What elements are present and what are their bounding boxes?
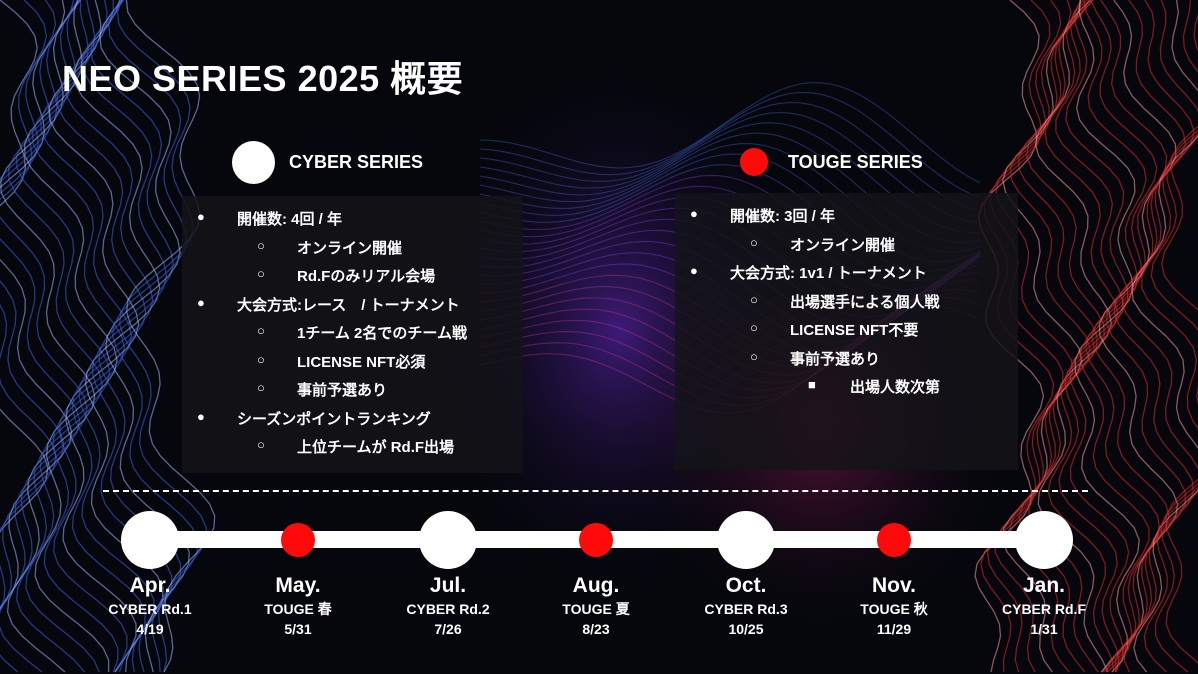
- timeline-label-2: Jul. CYBER Rd.2 7/26: [378, 573, 518, 639]
- touge-item-5: 事前予選あり: [790, 350, 881, 368]
- timeline-label-5: Nov. TOUGE 秋 11/29: [824, 573, 964, 639]
- touge-bullet-5: ○: [750, 348, 758, 364]
- timeline-node-cyber-6: [1015, 511, 1073, 569]
- touge-series-title: TOUGE SERIES: [788, 151, 923, 172]
- touge-item-2: 大会方式: 1v1 / トーナメント: [730, 265, 927, 282]
- cyber-series-heading: CYBER SERIES: [232, 141, 423, 184]
- timeline-label-1: May. TOUGE 春 5/31: [228, 573, 368, 639]
- timeline-event: TOUGE 春: [264, 601, 332, 617]
- timeline-month: Jan.: [1022, 574, 1066, 597]
- touge-bullet-1: ○: [750, 234, 758, 250]
- timeline-node-touge-5: [877, 523, 911, 557]
- timeline-month: Nov.: [872, 574, 916, 597]
- timeline-node-cyber-4: [717, 511, 775, 569]
- cyber-item-7: シーズンポイントランキング: [237, 410, 431, 428]
- timeline-date: 11/29: [876, 621, 912, 637]
- timeline-label-6: Jan. CYBER Rd.F 1/31: [974, 573, 1114, 639]
- timeline-label-0: Apr. CYBER Rd.1 4/19: [80, 573, 220, 639]
- timeline-date: 4/19: [136, 621, 164, 637]
- cyber-bullet-7: ●: [197, 408, 205, 424]
- touge-bullet-4: ○: [750, 320, 758, 335]
- timeline-date: 1/31: [1030, 621, 1058, 637]
- touge-item-4: LICENSE NFT不要: [790, 322, 919, 339]
- timeline-node-touge-3: [579, 523, 613, 557]
- divider-dashed-line: [103, 490, 1088, 492]
- touge-item-1: オンライン開催: [790, 236, 896, 254]
- touge-series-details: ● 開催数: 3回 / 年 ○ オンライン開催 ● 大会方式: 1v1 / トーナメント ○…: [675, 193, 1018, 470]
- timeline-node-cyber-0: [121, 511, 179, 569]
- touge-bullet-3: ○: [750, 291, 758, 307]
- timeline-label-4: Oct. CYBER Rd.3 10/25: [676, 573, 816, 639]
- touge-item-0: 開催数: 3回 / 年: [730, 208, 836, 225]
- cyber-item-4: 1チーム 2名でのチーム戦: [297, 325, 467, 342]
- touge-item-6: 出場人数次第: [850, 379, 941, 396]
- timeline-event: TOUGE 夏: [562, 601, 630, 617]
- cyber-bullet-4: ○: [257, 323, 265, 338]
- timeline-month: Oct.: [725, 574, 767, 597]
- page-title: NEO SERIES 2025 概要: [62, 58, 464, 99]
- touge-series-dot: [740, 148, 768, 176]
- cyber-bullet-5: ○: [257, 351, 265, 367]
- timeline-node-touge-1: [281, 523, 315, 557]
- timeline-event: CYBER Rd.F: [1002, 601, 1086, 617]
- timeline-month: May.: [275, 574, 321, 597]
- touge-bullet-0: ●: [690, 206, 698, 221]
- timeline-event: CYBER Rd.3: [704, 601, 788, 617]
- timeline-event: CYBER Rd.2: [406, 601, 490, 617]
- cyber-item-3: 大会方式:レース / トーナメント: [237, 296, 460, 314]
- cyber-series-title: CYBER SERIES: [289, 152, 424, 172]
- timeline-date: 8/23: [582, 621, 610, 637]
- cyber-item-6: 事前予選あり: [297, 382, 388, 399]
- timeline-label-3: Aug. TOUGE 夏 8/23: [526, 573, 666, 639]
- cyber-bullet-1: ○: [257, 237, 265, 253]
- cyber-bullet-8: ○: [257, 437, 265, 452]
- cyber-bullet-3: ●: [197, 294, 205, 310]
- timeline-date: 5/31: [284, 621, 312, 637]
- cyber-series-details: ● 開催数: 4回 / 年 ○ オンライン開催 ○ Rd.Fのみリアル会場 ● 大会方式:レー…: [182, 196, 523, 473]
- timeline-date: 10/25: [728, 621, 764, 637]
- timeline-month: Jul.: [429, 574, 467, 597]
- cyber-item-2: Rd.Fのみリアル会場: [297, 268, 436, 285]
- cyber-item-5: LICENSE NFT必須: [297, 353, 426, 371]
- cyber-item-0: 開催数: 4回 / 年: [237, 211, 343, 228]
- timeline-node-cyber-2: [419, 511, 477, 569]
- cyber-item-8: 上位チームが Rd.F出場: [297, 439, 455, 456]
- cyber-bullet-0: ●: [197, 209, 205, 224]
- touge-item-3: 出場選手による個人戦: [790, 293, 940, 311]
- cyber-item-1: オンライン開催: [297, 239, 403, 257]
- touge-bullet-2: ●: [690, 263, 698, 278]
- timeline-date: 7/26: [434, 621, 462, 637]
- timeline-month: Apr.: [129, 574, 171, 597]
- timeline-event: CYBER Rd.1: [108, 601, 192, 617]
- cyber-series-dot: [232, 141, 275, 184]
- timeline-month: Aug.: [572, 574, 620, 597]
- cyber-bullet-2: ○: [257, 266, 265, 281]
- cyber-bullet-6: ○: [257, 380, 265, 395]
- timeline-event: TOUGE 秋: [860, 601, 928, 617]
- touge-bullet-6: ■: [808, 377, 816, 392]
- touge-series-heading: TOUGE SERIES: [740, 148, 923, 176]
